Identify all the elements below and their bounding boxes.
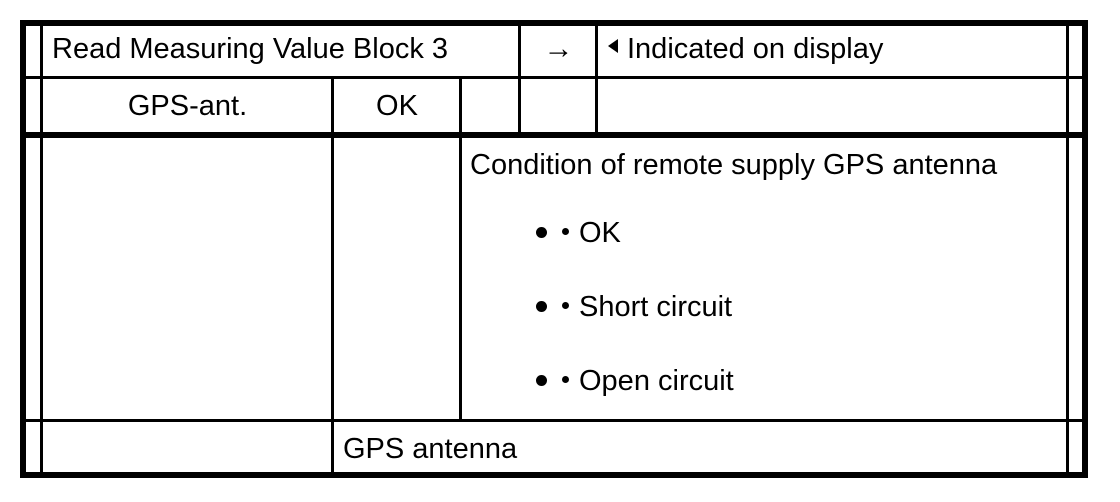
list-item: Open circuit	[470, 366, 1060, 440]
list-item: OK	[470, 218, 1060, 292]
value-row-rule-2	[459, 76, 462, 135]
description-heading: Condition of remote supply GPS antenna	[470, 149, 998, 181]
small-bullet-icon	[562, 228, 569, 235]
description-row-rule-1	[331, 135, 334, 422]
right-arrow-icon: →	[520, 22, 597, 76]
table-top-border	[20, 20, 1088, 26]
index-column-rule	[40, 20, 43, 478]
table-left-border	[20, 20, 26, 478]
value-row-rule-3	[518, 76, 521, 135]
parameter-name: GPS-ant.	[127, 89, 248, 122]
small-bullet-icon	[562, 302, 569, 309]
header-arrow-left-rule	[518, 20, 521, 78]
footer-row-rule	[20, 419, 1088, 422]
footer-row-rule-1	[331, 419, 334, 478]
table-bottom-border	[20, 472, 1088, 478]
bullet-icon	[536, 375, 547, 386]
left-triangle-icon	[608, 39, 618, 53]
condition-option-label: Short circuit	[579, 291, 733, 323]
parameter-value: OK	[376, 89, 418, 122]
section-separator	[20, 132, 1088, 138]
list-item: Short circuit	[470, 292, 1060, 366]
arrow-glyph: →	[543, 32, 574, 66]
component-name: GPS antenna	[343, 432, 518, 465]
header-arrow-right-rule	[595, 20, 598, 78]
bullet-icon	[536, 301, 547, 312]
value-row-rule-4	[595, 76, 598, 135]
table-right-border	[1082, 20, 1088, 478]
indicated-on-display-label: Indicated on display	[627, 32, 884, 65]
condition-option-list: OK Short circuit Open circuit	[470, 218, 1060, 440]
bullet-icon	[536, 227, 547, 238]
indicated-on-display-cell: Indicated on display	[608, 22, 1058, 76]
condition-option-label: OK	[579, 217, 621, 249]
description-row-rule-2	[459, 135, 462, 422]
procedure-label: Read Measuring Value Block 3	[52, 32, 449, 65]
right-column-rule	[1066, 20, 1069, 478]
value-row-rule-1	[331, 76, 334, 135]
header-row-rule	[20, 76, 1088, 79]
condition-option-label: Open circuit	[579, 365, 734, 397]
small-bullet-icon	[562, 376, 569, 383]
